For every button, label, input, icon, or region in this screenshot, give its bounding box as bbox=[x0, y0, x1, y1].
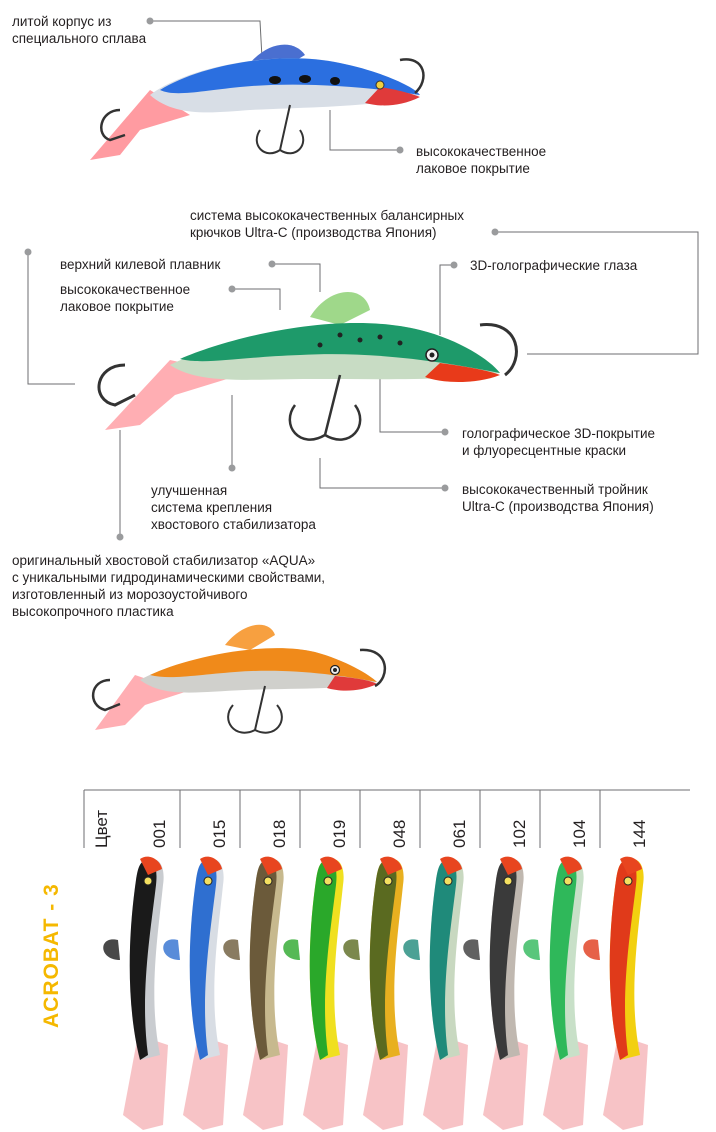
line-left bbox=[27, 252, 75, 385]
line-body bbox=[150, 20, 263, 59]
tail-fin bbox=[363, 1035, 408, 1130]
lure-head bbox=[320, 856, 342, 875]
keel-fin bbox=[523, 939, 540, 960]
line-treble bbox=[319, 458, 445, 489]
tail-fin bbox=[603, 1035, 648, 1130]
lure-back bbox=[160, 58, 420, 95]
eye-icon bbox=[503, 876, 513, 886]
lure-back bbox=[150, 648, 377, 682]
callout-keel-fin: верхний килевой плавник bbox=[60, 257, 221, 272]
keel-fin bbox=[463, 939, 480, 960]
lure-back bbox=[189, 859, 217, 1060]
hook-left bbox=[97, 363, 136, 407]
color-variant-001 bbox=[103, 856, 168, 1130]
lure-back bbox=[489, 859, 517, 1060]
treble-hook bbox=[227, 685, 283, 734]
lure-back bbox=[249, 859, 277, 1060]
tail-fin bbox=[90, 90, 190, 160]
hook-left bbox=[100, 108, 126, 142]
keel-fin bbox=[310, 292, 370, 325]
keel-fin bbox=[223, 939, 240, 960]
eye-icon bbox=[203, 876, 213, 886]
keel-fin bbox=[225, 624, 275, 650]
tail-fin bbox=[543, 1035, 588, 1130]
lure-head bbox=[140, 856, 162, 875]
lure-back bbox=[180, 322, 500, 373]
eye-icon bbox=[383, 876, 393, 886]
line-holo bbox=[379, 370, 445, 433]
eye-icon bbox=[323, 876, 333, 886]
keel-fin bbox=[283, 939, 300, 960]
lure-back bbox=[369, 859, 397, 1060]
eye-icon bbox=[563, 876, 573, 886]
lure-head bbox=[620, 856, 642, 875]
keel-fin bbox=[343, 939, 360, 960]
keel-fin bbox=[403, 939, 420, 960]
lure-head bbox=[260, 856, 282, 875]
color-variant-048 bbox=[343, 856, 408, 1130]
eye-icon bbox=[623, 876, 633, 886]
tail-fin bbox=[183, 1035, 228, 1130]
lure-head bbox=[560, 856, 582, 875]
lure-bottom-illustration bbox=[92, 624, 387, 734]
keel-fin bbox=[103, 939, 120, 960]
line-eyes bbox=[439, 264, 454, 335]
eye-icon bbox=[263, 876, 273, 886]
tail-fin bbox=[303, 1035, 348, 1130]
color-variant-102 bbox=[463, 856, 528, 1130]
line-hooks-system bbox=[495, 231, 699, 355]
color-variant-019 bbox=[283, 856, 348, 1130]
callout-eyes: 3D-голографические глаза bbox=[470, 258, 638, 273]
hook-right bbox=[359, 648, 387, 688]
tail-fin bbox=[423, 1035, 468, 1130]
callout-tail-stabilizer: оригинальный хвостовой стабилизатор «AQU… bbox=[12, 553, 326, 619]
lure-head bbox=[440, 856, 462, 875]
hook-right bbox=[479, 323, 518, 377]
line-keel-fin bbox=[272, 263, 321, 292]
color-variant-061 bbox=[403, 856, 468, 1130]
lure-top-illustration bbox=[90, 44, 425, 160]
color-variant-018 bbox=[223, 856, 288, 1130]
color-variant-104 bbox=[523, 856, 588, 1130]
lure-back bbox=[309, 859, 337, 1060]
keel-fin bbox=[583, 939, 600, 960]
line-coating-mid bbox=[232, 288, 281, 310]
eye-icon bbox=[143, 876, 153, 886]
eye-icon bbox=[443, 876, 453, 886]
line-coating-top bbox=[329, 110, 400, 151]
treble-hook bbox=[288, 374, 362, 441]
lure-mid-illustration bbox=[97, 292, 518, 441]
lure-head bbox=[380, 856, 402, 875]
lure-back bbox=[429, 859, 457, 1060]
lure-head bbox=[500, 856, 522, 875]
color-variant-144 bbox=[583, 856, 648, 1130]
tail-fin bbox=[483, 1035, 528, 1130]
keel-fin bbox=[163, 939, 180, 960]
color-variant-015 bbox=[163, 856, 228, 1130]
tail-fin bbox=[123, 1035, 168, 1130]
hook-left bbox=[92, 678, 121, 712]
hook-right bbox=[399, 58, 425, 94]
treble-hook bbox=[255, 104, 305, 155]
lure-back bbox=[609, 859, 637, 1060]
tail-fin bbox=[243, 1035, 288, 1130]
lure-back bbox=[549, 859, 577, 1060]
lure-head bbox=[200, 856, 222, 875]
lure-back bbox=[129, 859, 157, 1060]
